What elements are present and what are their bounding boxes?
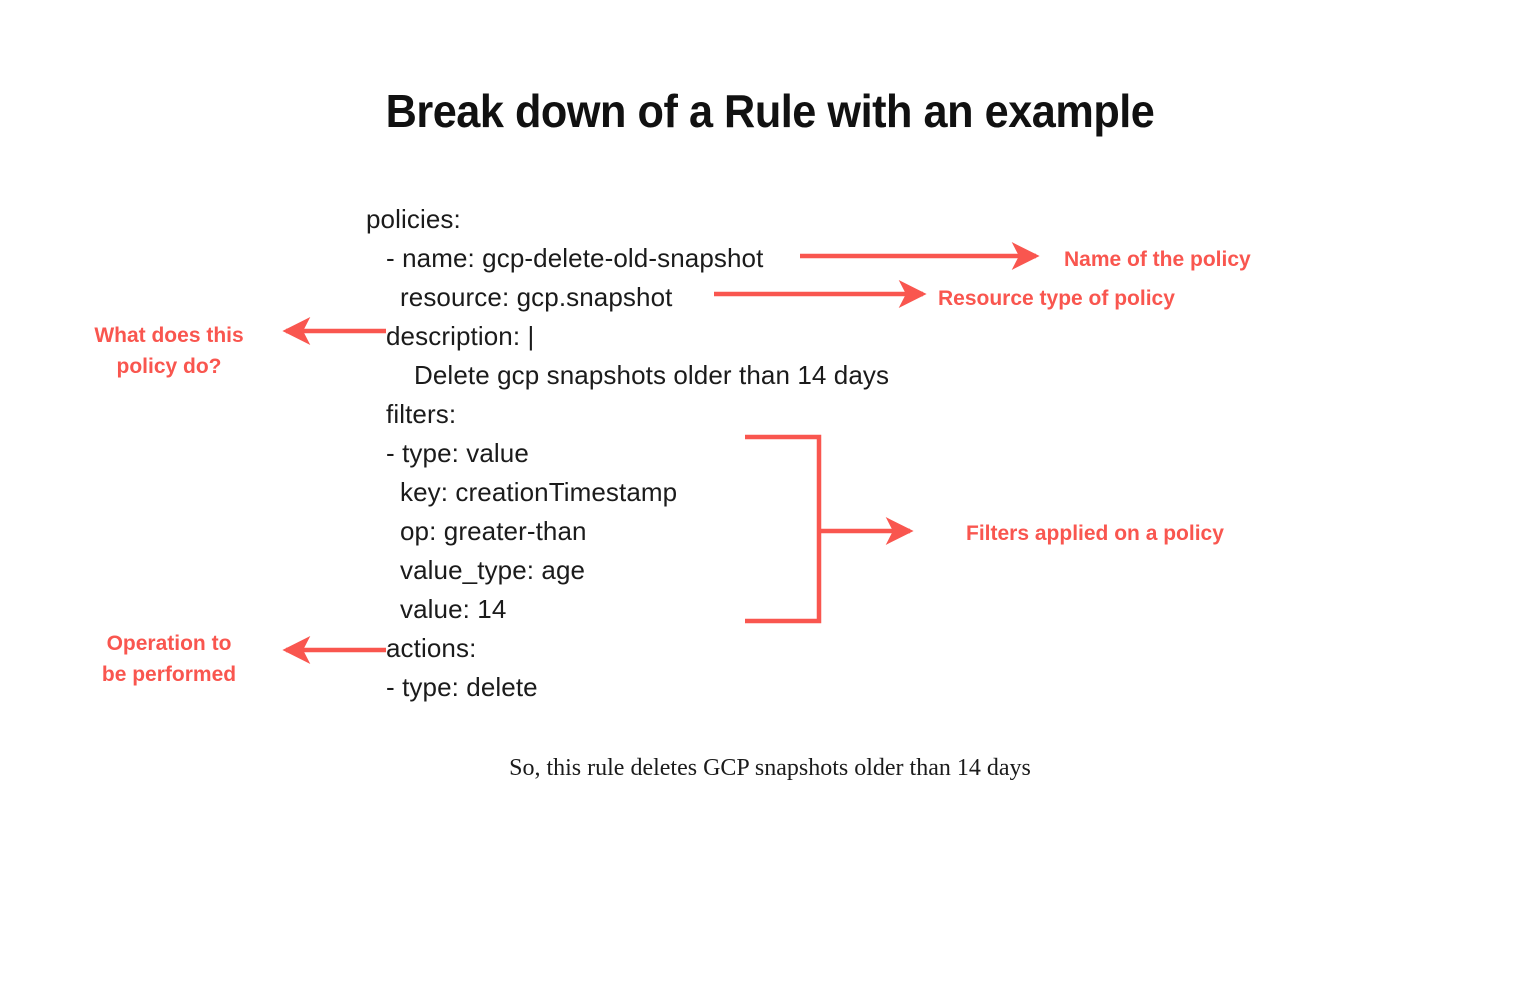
annotation-operation-performed: Operation to be performed [101,632,237,686]
yaml-line-filter-key: key: creationTimestamp [400,477,678,507]
yaml-line-filters: filters: [386,399,457,429]
yaml-line-filter-op: op: greater-than [400,516,587,546]
yaml-line-name: - name: gcp-delete-old-snapshot [386,243,764,273]
yaml-line-action-type: - type: delete [386,672,538,702]
yaml-line-actions: actions: [386,633,477,663]
summary-caption: So, this rule deletes GCP snapshots olde… [509,755,1031,781]
yaml-line-policies: policies: [366,204,461,234]
annotation-filters-applied: Filters applied on a policy [966,522,1224,545]
yaml-line-filter-value-type: value_type: age [400,555,586,585]
page-title: Break down of a Rule with an example [385,85,1155,137]
yaml-line-filter-type: - type: value [386,438,529,468]
yaml-line-description: description: | [386,321,535,351]
yaml-line-resource: resource: gcp.snapshot [400,282,673,312]
annotation-name-of-policy: Name of the policy [1064,248,1251,271]
yaml-line-filter-value: value: 14 [400,594,507,624]
yaml-policy-block: policies: - name: gcp-delete-old-snapsho… [366,200,986,707]
yaml-line-description-text: Delete gcp snapshots older than 14 days [414,360,890,390]
annotation-what-does-policy-do: What does this policy do? [94,324,244,378]
annotation-resource-type: Resource type of policy [938,287,1175,310]
